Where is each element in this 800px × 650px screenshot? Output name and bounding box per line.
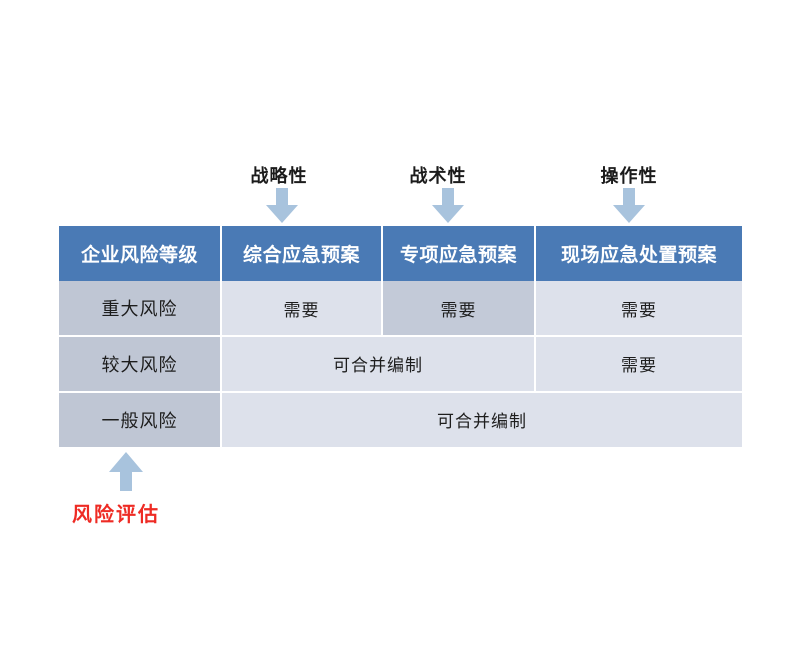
arrow-down-icon xyxy=(265,188,299,224)
table-row: 较大风险 可合并编制 需要 xyxy=(59,336,742,393)
table-header-row: 企业风险等级 综合应急预案 专项应急预案 现场应急处置预案 xyxy=(59,226,742,281)
column-header-comprehensive-plan: 综合应急预案 xyxy=(221,226,383,281)
table-cell-merged: 可合并编制 xyxy=(221,391,742,447)
column-header-onsite-plan: 现场应急处置预案 xyxy=(535,226,742,281)
table-cell-highlighted: 需要 xyxy=(382,281,536,338)
table-cell-merged: 可合并编制 xyxy=(221,336,536,393)
risk-emergency-plan-matrix: 企业风险等级 综合应急预案 专项应急预案 现场应急处置预案 重大风险 需要 需要… xyxy=(59,226,742,447)
risk-assessment-caption: 风险评估 xyxy=(72,504,160,526)
table-cell: 需要 xyxy=(535,281,742,338)
table-cell: 需要 xyxy=(535,336,742,393)
arrow-up-icon xyxy=(108,452,144,492)
column-header-special-plan: 专项应急预案 xyxy=(382,226,536,281)
table-header: 企业风险等级 综合应急预案 专项应急预案 现场应急处置预案 xyxy=(59,226,742,281)
table-row: 重大风险 需要 需要 需要 xyxy=(59,281,742,338)
row-header-general-risk: 一般风险 xyxy=(59,391,222,447)
table-row: 一般风险 可合并编制 xyxy=(59,391,742,447)
arrow-down-icon xyxy=(612,188,646,224)
row-header-major-risk: 重大风险 xyxy=(59,281,222,338)
annotation-label-strategic: 战略性 xyxy=(250,166,308,186)
row-header-larger-risk: 较大风险 xyxy=(59,336,222,393)
table-body: 重大风险 需要 需要 需要 较大风险 可合并编制 需要 一般风险 可合并编制 xyxy=(59,281,742,447)
annotation-label-operational: 操作性 xyxy=(600,166,658,186)
column-header-risk-level: 企业风险等级 xyxy=(59,226,222,281)
arrow-down-icon xyxy=(431,188,465,224)
annotation-label-tactical: 战术性 xyxy=(409,166,467,186)
table-cell: 需要 xyxy=(221,281,383,338)
